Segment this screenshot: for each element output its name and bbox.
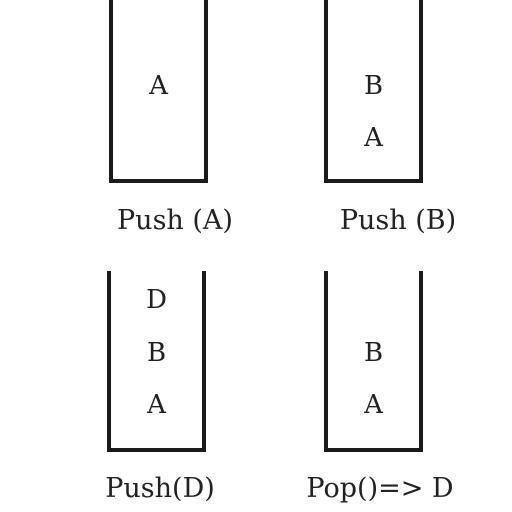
stack-element: A xyxy=(364,123,383,153)
stack-element: B xyxy=(363,338,384,368)
operation-label: Push (B) xyxy=(339,205,457,236)
stack-element: B xyxy=(146,338,167,368)
stack-element: A xyxy=(149,71,168,101)
stack-container: A B xyxy=(324,271,423,452)
operation-label: Push (A) xyxy=(117,205,233,236)
stack-container: A xyxy=(109,0,208,183)
stack-element: D xyxy=(146,285,167,315)
stack-element: A xyxy=(364,390,383,420)
stack-element: A xyxy=(147,390,166,420)
stack-container: A B xyxy=(324,0,423,183)
stack-element: B xyxy=(363,71,384,101)
operation-label: Pop()=> D xyxy=(306,473,454,504)
stack-container: A B D xyxy=(107,271,206,452)
operation-label: Push(D) xyxy=(105,473,215,504)
